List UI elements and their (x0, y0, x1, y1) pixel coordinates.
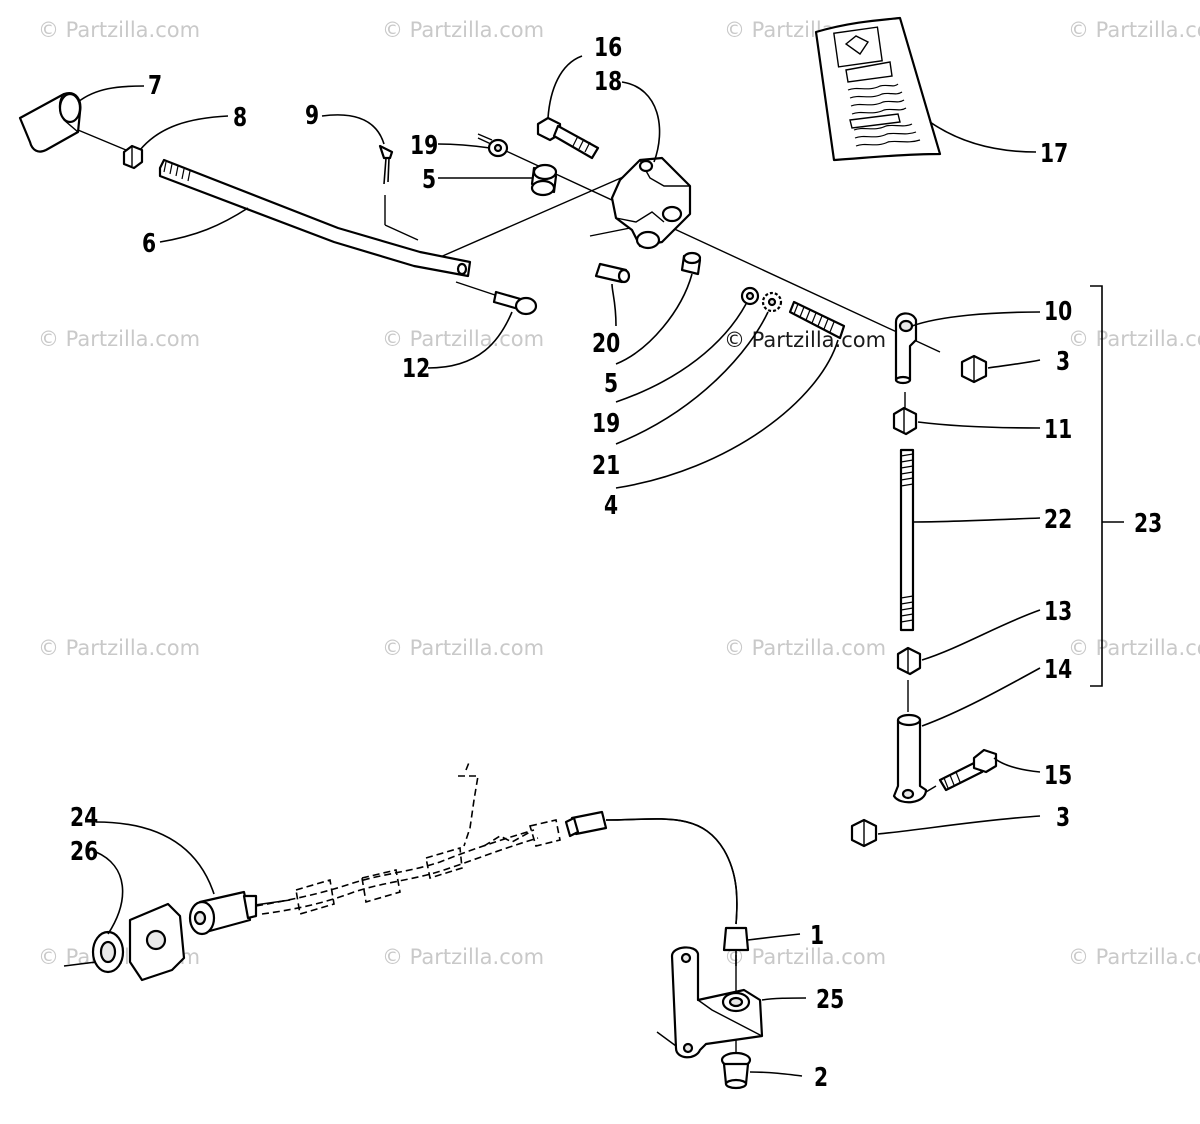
callout-13: 13 (1044, 597, 1072, 627)
callout-4: 4 (604, 491, 618, 521)
threaded-stud-icon (788, 300, 846, 340)
callout-18: 18 (594, 67, 622, 97)
callout-14: 14 (1044, 655, 1072, 685)
switch-bracket-icon (670, 946, 764, 1059)
shift-knob-icon (18, 92, 82, 153)
callout-numbers: 7 8 9 6 19 5 16 18 17 12 20 5 19 21 4 10… (70, 33, 1162, 1093)
callout-15: 15 (1044, 761, 1072, 791)
jam-nut-icon (122, 144, 144, 170)
cap-screw-icon (938, 748, 998, 792)
callout-20: 20 (592, 329, 620, 359)
callout-2: 2 (814, 1063, 828, 1093)
washer-icon (487, 138, 509, 158)
callout-3-upper: 3 (1056, 347, 1070, 377)
watermark-layer: © Partzilla.com © Partzilla.com © Partzi… (38, 18, 1200, 969)
washer-icon (740, 286, 760, 306)
watermark: © Partzilla.com (1068, 327, 1200, 351)
callout-8: 8 (233, 103, 247, 133)
spacer-icon (530, 163, 558, 197)
watermark: © Partzilla.com (382, 327, 544, 351)
watermark: © Partzilla.com (724, 945, 886, 969)
callout-23: 23 (1134, 509, 1162, 539)
callout-10: 10 (1044, 297, 1072, 327)
lock-washer-icon (761, 291, 783, 313)
watermark: © Partzilla.com (382, 18, 544, 42)
callout-1: 1 (810, 921, 824, 951)
jam-nut-icon (896, 646, 922, 676)
watermark: © Partzilla.com (1068, 636, 1200, 660)
callout-19-upper: 19 (410, 131, 438, 161)
reverse-switch-icon (188, 890, 258, 936)
callout-17: 17 (1040, 139, 1068, 169)
callout-3-lower: 3 (1056, 803, 1070, 833)
watermark: © Partzilla.com (38, 327, 200, 351)
callout-9: 9 (305, 101, 319, 131)
warning-decal-icon (814, 16, 942, 162)
jam-nut-icon (892, 406, 918, 436)
callout-11: 11 (1044, 415, 1072, 445)
hex-nut-icon (960, 354, 988, 384)
watermark: © Partzilla.com (38, 636, 200, 660)
callout-5-lower: 5 (604, 369, 618, 399)
callout-16: 16 (594, 33, 622, 63)
watermark-center: © Partzilla.com (724, 328, 886, 352)
rod-end-icon (892, 713, 928, 804)
callout-7: 7 (148, 71, 162, 101)
shift-bracket-icon (610, 156, 692, 250)
callout-5-upper: 5 (422, 165, 436, 195)
callout-19-lower: 19 (592, 409, 620, 439)
watermark: © Partzilla.com (382, 945, 544, 969)
callout-6: 6 (142, 229, 156, 259)
clevis-pin-icon (492, 290, 538, 316)
watermark: © Partzilla.com (1068, 945, 1200, 969)
watermark: © Partzilla.com (724, 636, 886, 660)
cap-screw-icon (536, 116, 600, 160)
connector-boot-icon (564, 810, 750, 966)
leader-lines (77, 55, 1124, 1077)
callout-21: 21 (592, 451, 620, 481)
rod-end-icon (894, 312, 918, 385)
roll-pin-icon (594, 262, 631, 284)
callout-26: 26 (70, 837, 98, 867)
watermark: © Partzilla.com (382, 636, 544, 660)
bushing-icon (720, 1051, 752, 1090)
grommet-icon (91, 902, 186, 982)
cotter-pin-icon (378, 144, 394, 185)
callout-25: 25 (816, 985, 844, 1015)
callout-24: 24 (70, 803, 98, 833)
wire-harness (255, 759, 561, 916)
spacer-icon (680, 251, 702, 276)
callout-22: 22 (1044, 505, 1072, 535)
callout-12: 12 (402, 354, 430, 384)
threaded-link-rod-icon (899, 448, 915, 632)
watermark: © Partzilla.com (1068, 18, 1200, 42)
hex-nut-icon (850, 818, 878, 848)
watermark: © Partzilla.com (38, 18, 200, 42)
